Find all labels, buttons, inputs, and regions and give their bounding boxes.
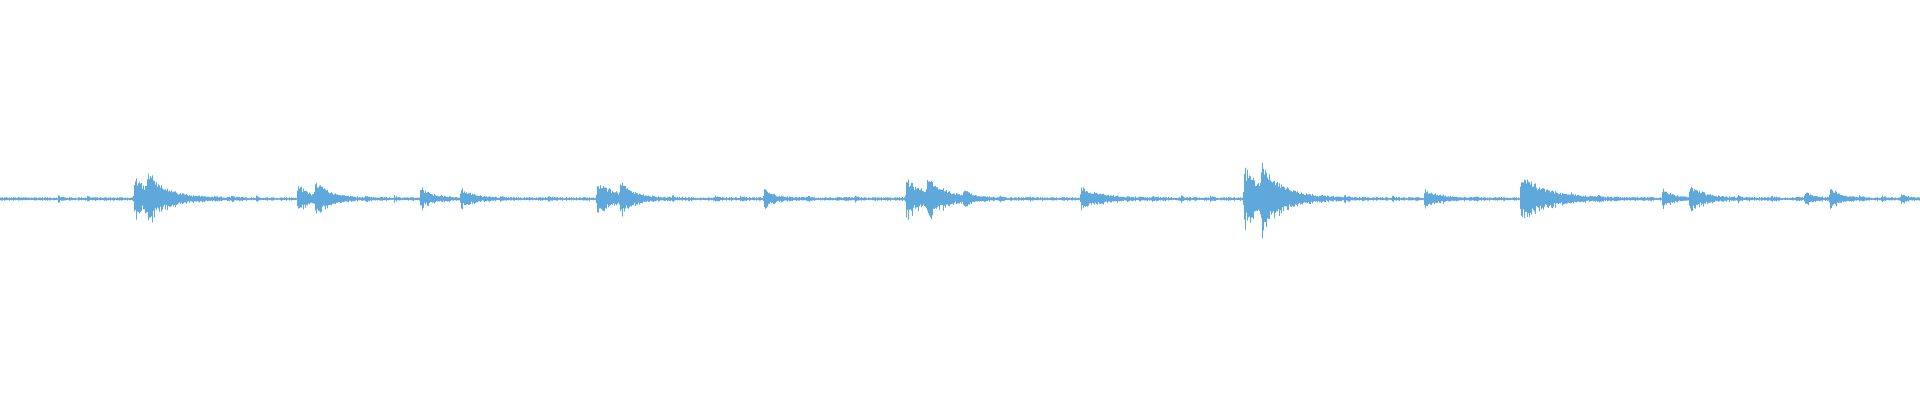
waveform-signal xyxy=(0,162,1920,238)
